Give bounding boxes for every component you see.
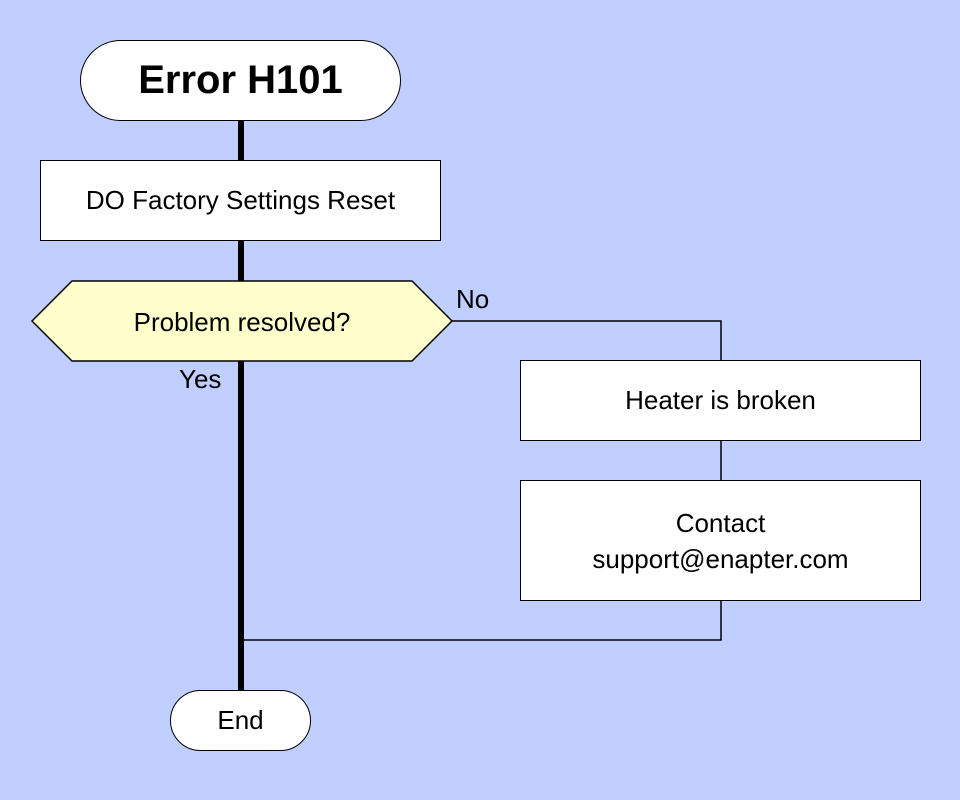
start-label: Error H101 [138,58,343,102]
step-factory-reset: DO Factory Settings Reset [40,160,441,241]
step-heater-broken: Heater is broken [520,360,921,441]
contact-label-line1: Contact [675,507,766,538]
decision-shape [30,280,454,362]
yes-branch-label: Yes [179,364,222,394]
connector-no-branch [451,320,722,361]
step-heater-broken-label: Heater is broken [625,385,816,415]
contact-label-line2: support@enapter.com [592,543,849,574]
end-terminator: End [170,690,311,751]
connector-contact-merge [241,600,722,641]
decision-problem-resolved: Problem resolved? [32,281,452,361]
step-factory-reset-label: DO Factory Settings Reset [85,185,396,215]
decision-label: Problem resolved? [133,306,351,337]
no-branch-label: No [456,284,490,314]
start-terminator: Error H101 [80,40,401,121]
end-label: End [217,705,264,735]
step-contact-support: Contact support@enapter.com [520,480,921,601]
